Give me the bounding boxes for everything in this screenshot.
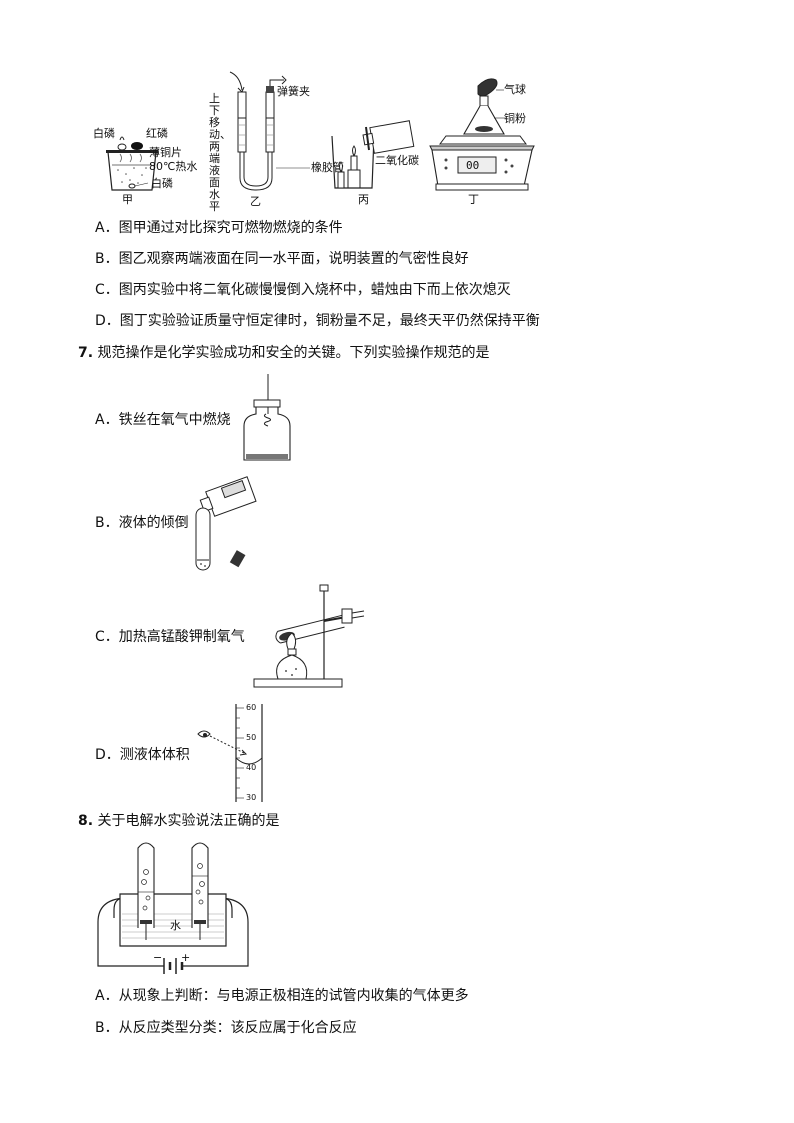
heating-kmno4-diagram <box>252 583 372 693</box>
q8-stem-text: 关于电解水实验说法正确的是 <box>97 813 280 829</box>
ding-caption: 丁 <box>468 193 479 206</box>
bing-diagram <box>0 0 794 210</box>
jia-caption: 甲 <box>122 193 133 206</box>
q7-option-b: B．液体的倾倒 <box>95 515 189 531</box>
q7-option-a: A．铁丝在氧气中燃烧 <box>95 412 231 428</box>
liquid-pouring-diagram <box>190 476 270 576</box>
ding-label-copper-powder: 铜粉 <box>504 112 526 125</box>
q8-option-a: A．从现象上判断：与电源正极相连的试管内收集的气体更多 <box>95 988 469 1004</box>
q8-number: 8. <box>78 813 94 829</box>
yi-caption: 乙 <box>250 195 261 208</box>
q6-option-a: A．图甲通过对比探究可燃物燃烧的条件 <box>95 220 343 236</box>
ding-label-balloon: 气球 <box>504 83 526 96</box>
bing-label-co2: 二氧化碳 <box>375 154 419 167</box>
cylinder-tick-30: 30 <box>246 793 257 802</box>
q7-stem-text: 规范操作是化学实验成功和安全的关键。下列实验操作规范的是 <box>97 345 490 361</box>
q7-stem: 7. 规范操作是化学实验成功和安全的关键。下列实验操作规范的是 <box>78 343 490 363</box>
q6-option-b: B．图乙观察两端液面在同一水平面，说明装置的气密性良好 <box>95 251 469 267</box>
cylinder-tick-60: 60 <box>246 703 257 712</box>
ding-display: 00 <box>466 159 480 172</box>
jia-label-copper-sheet: 薄铜片 <box>149 146 182 159</box>
yi-diagram <box>0 0 794 210</box>
q6-option-c: C．图丙实验中将二氧化碳慢慢倒入烧杯中，蜡烛由下而上依次熄灭 <box>95 282 511 298</box>
bing-caption: 丙 <box>358 193 369 206</box>
jia-label-honglin: 红磷 <box>146 127 168 140</box>
ding-diagram <box>0 0 794 210</box>
electrolysis-diagram <box>94 836 264 976</box>
q7-number: 7. <box>78 345 94 361</box>
cylinder-tick-50: 50 <box>246 733 257 742</box>
cylinder-tick-40: 40 <box>246 763 257 772</box>
yi-label-spring-clip: 弹簧夹 <box>277 85 310 98</box>
jia-diagram <box>106 0 158 210</box>
electrolysis-water-label: 水 <box>170 919 181 932</box>
jia-label-bailin-bottom: 白磷 <box>151 177 173 190</box>
jia-label-bailin-top: 白磷 <box>93 127 115 140</box>
graduated-cylinder-diagram <box>196 700 286 810</box>
battery-minus-label: − <box>153 951 163 964</box>
yi-label-rubber-tube: 橡胶管 <box>311 161 344 174</box>
q6-option-d: D．图丁实验验证质量守恒定律时，铜粉量不足，最终天平仍然保持平衡 <box>95 313 540 329</box>
iron-wire-bottle-diagram <box>240 374 300 464</box>
battery-plus-label: + <box>181 951 191 964</box>
q8-option-b: B．从反应类型分类：该反应属于化合反应 <box>95 1020 357 1036</box>
q8-stem: 8. 关于电解水实验说法正确的是 <box>78 811 280 831</box>
q7-option-d: D．测液体体积 <box>95 747 190 763</box>
q7-option-c: C．加热高锰酸钾制氧气 <box>95 629 245 645</box>
jia-label-hot-water: 80℃热水 <box>149 160 198 173</box>
